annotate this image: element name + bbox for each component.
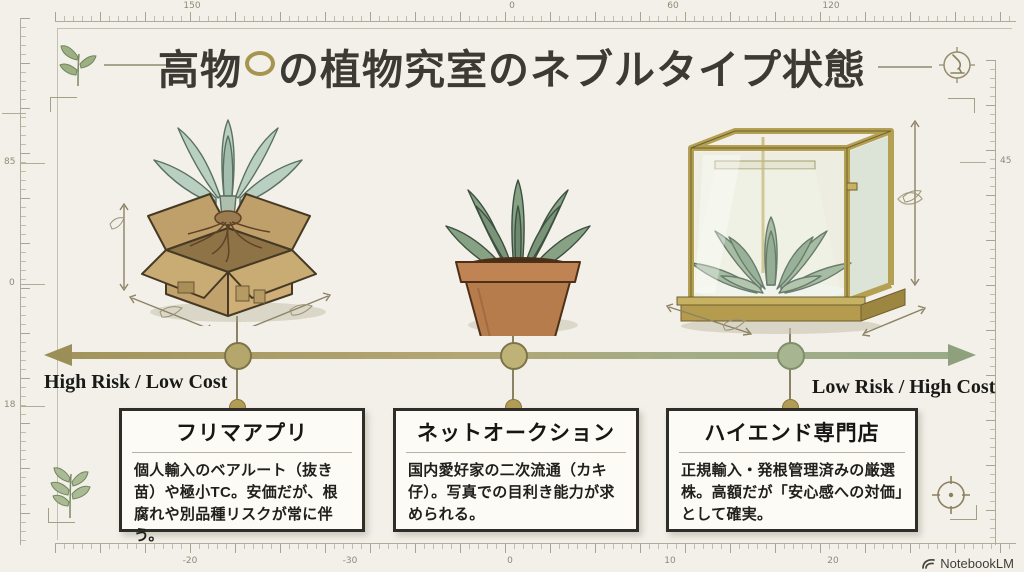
frame-line-top <box>57 28 1012 29</box>
ruler-number: 0 <box>509 1 515 11</box>
ruler-mark <box>21 406 45 407</box>
card-title: ネットオークション <box>417 422 615 445</box>
ruler-number: 60 <box>667 1 679 11</box>
axis-arrowhead-right <box>948 344 976 366</box>
leaf-doodle-icon <box>159 306 183 318</box>
ruler-number: 20 <box>827 556 839 566</box>
ruler-number: -30 <box>342 556 358 566</box>
card-divider <box>132 452 352 453</box>
leaf-doodle-icon <box>109 217 125 230</box>
ruler-mark <box>21 284 45 285</box>
leaf-sprig-icon <box>50 467 91 519</box>
card-title: フリマアプリ <box>176 422 308 445</box>
card-body: 正規輸入・発根管理済みの厳選株。高額だが「安心感への対価」として確実。 <box>681 462 904 523</box>
axis-node <box>777 342 805 370</box>
leaf-doodle-icon <box>722 319 746 331</box>
card-body: 個人輸入のベアルート（抜き苗）や極小TC。安価だが、根腐れや別品種リスクが常に伴… <box>134 462 338 545</box>
corner-bracket <box>950 505 977 520</box>
corner-bracket <box>50 97 77 112</box>
latch <box>846 182 858 191</box>
corner-bracket <box>48 508 75 523</box>
title-rule-left <box>104 64 188 66</box>
ruler-number: 85 <box>4 157 16 167</box>
axis-label-left: High Risk / Low Cost <box>44 371 228 393</box>
ruler-number: 10 <box>664 556 676 566</box>
fragile-icon <box>235 285 250 302</box>
leaf-doodle-icon <box>289 304 313 316</box>
ruler-mark <box>2 113 26 114</box>
bottom-ruler <box>55 543 1016 553</box>
ruler-mark <box>21 163 45 164</box>
leaf-sprig-icon <box>59 45 97 87</box>
ruler-mark <box>960 162 986 163</box>
axis-label-right: Low Risk / High Cost <box>812 376 996 398</box>
leaf-doodle-icon <box>897 191 923 205</box>
ruler-number: 0 <box>9 278 15 288</box>
title-rule-right <box>878 66 932 68</box>
axis-node <box>224 342 252 370</box>
dimension-lines <box>119 202 332 326</box>
ruler-number: 45 <box>1000 156 1012 166</box>
roots <box>187 221 271 263</box>
ruler-number: -20 <box>182 556 198 566</box>
corner-bracket <box>948 98 975 113</box>
card-body: 国内愛好家の二次流通（カキ仔）。写真での目利き能力が求められる。 <box>408 462 615 523</box>
ring-glyph <box>245 51 275 76</box>
ruler-number: 18 <box>4 400 16 410</box>
right-ruler <box>985 60 996 545</box>
axis-node <box>500 342 528 370</box>
bare-root-agave-box-illustration <box>109 119 332 326</box>
page-title: 高物の植物究室のネブルタイプ状態 <box>158 47 866 93</box>
card-title: ハイエンド専門店 <box>704 422 880 445</box>
card-flea-market-app: フリマアプリ 個人輸入のベアルート（抜き苗）や極小TC。安価だが、根腐れや別品種… <box>119 408 365 544</box>
led-light-bar <box>714 160 816 170</box>
dimension-lines <box>665 119 927 337</box>
card-net-auction: ネットオークション 国内愛好家の二次流通（カキ仔）。写真での目利き能力が求められ… <box>393 408 639 532</box>
frame-line-left <box>57 28 58 540</box>
crosshair-target-icon <box>932 476 970 514</box>
axis-arrowhead-left <box>44 344 72 366</box>
ruler-number: 150 <box>183 1 201 11</box>
footer-brand: NotebookLM <box>921 556 1014 571</box>
ruler-number: 120 <box>822 1 840 11</box>
ruler-number: 0 <box>507 556 513 566</box>
glass-case-agave-illustration <box>665 119 927 337</box>
shipping-label-icon <box>177 281 195 294</box>
fragile-icon <box>253 289 266 304</box>
left-ruler <box>20 18 31 545</box>
top-ruler <box>55 12 1016 22</box>
card-divider <box>406 452 626 453</box>
notebooklm-logo-icon <box>922 558 936 569</box>
footer-brand-label: NotebookLM <box>940 556 1014 571</box>
card-highend-shop: ハイエンド専門店 正規輸入・発根管理済みの厳選株。高額だが「安心感への対価」とし… <box>666 408 918 532</box>
card-divider <box>679 452 905 453</box>
potted-agave-illustration <box>445 179 591 336</box>
microscope-badge-icon <box>939 47 975 83</box>
